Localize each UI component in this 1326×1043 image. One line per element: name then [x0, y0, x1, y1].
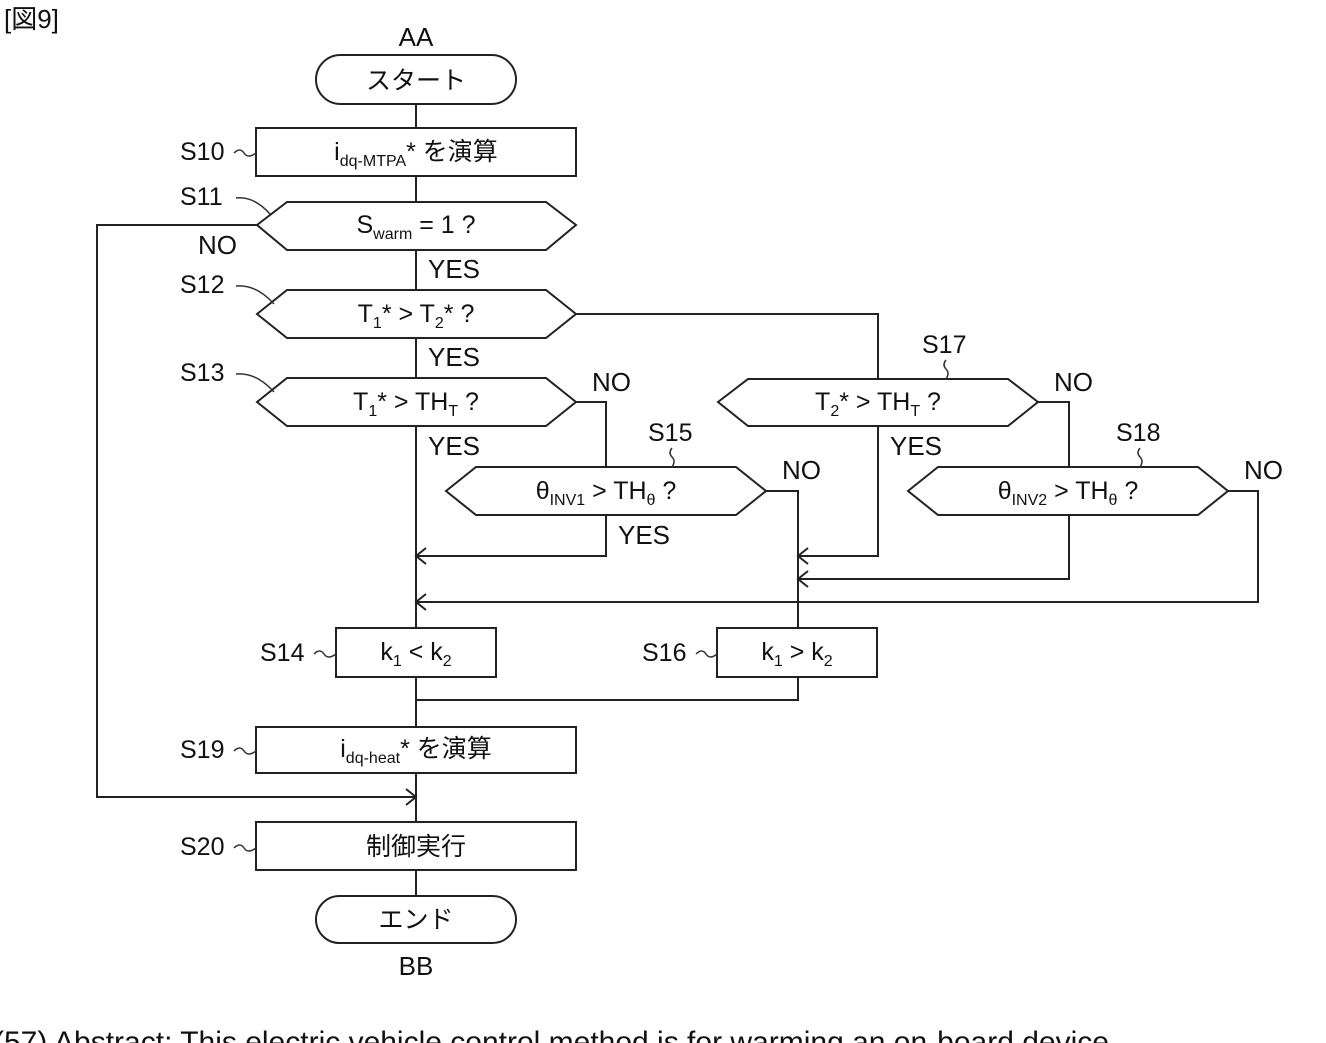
s17-no-label: NO — [1054, 367, 1093, 397]
step-label-s11: S11 — [180, 183, 223, 211]
process-s20-text: 制御実行 — [366, 833, 466, 861]
step-label-s10: S10 — [180, 138, 224, 166]
s15-yes-label: YES — [618, 520, 670, 550]
flow-s17-yes — [798, 426, 878, 556]
leader-s17 — [944, 360, 948, 379]
leader-s11 — [236, 198, 270, 214]
step-label-s13: S13 — [180, 359, 224, 387]
s17-yes-label: YES — [890, 431, 942, 461]
s13-no-label: NO — [592, 367, 631, 397]
step-label-s19: S19 — [180, 736, 224, 764]
leader-s12 — [236, 286, 274, 304]
process-s16-text: k1 > k2 — [761, 638, 832, 670]
end-tag: BB — [399, 951, 434, 981]
step-label-s18: S18 — [1116, 419, 1160, 447]
leader-s14 — [314, 651, 336, 657]
s11-yes-label: YES — [428, 254, 480, 284]
s18-no-label: NO — [1244, 455, 1283, 485]
step-label-s14: S14 — [260, 639, 305, 667]
leader-s18 — [1138, 448, 1142, 467]
step-label-s17: S17 — [922, 331, 966, 359]
process-s14-text: k1 < k2 — [380, 638, 451, 670]
leader-s10 — [234, 150, 256, 156]
start-label: スタート — [366, 67, 466, 95]
leader-s16 — [696, 651, 717, 657]
step-label-s16: S16 — [642, 639, 686, 667]
leader-s20 — [234, 845, 256, 851]
leader-s13 — [236, 374, 274, 392]
start-tag: AA — [399, 22, 434, 52]
step-label-s20: S20 — [180, 833, 224, 861]
end-label: エンド — [378, 906, 453, 934]
leader-s19 — [234, 748, 256, 754]
step-label-s12: S12 — [180, 271, 224, 299]
s12-yes-label: YES — [428, 342, 480, 372]
step-label-s15: S15 — [648, 419, 692, 447]
abstract-fragment: (57) Abstract: This electric vehicle con… — [0, 1026, 1109, 1043]
s15-no-label: NO — [782, 455, 821, 485]
s13-yes-label: YES — [428, 431, 480, 461]
figure-label: [図9] — [4, 4, 59, 34]
flow-s16-s19 — [416, 677, 798, 700]
leader-s15 — [670, 448, 674, 467]
flow-s15-no — [766, 491, 798, 628]
s11-no-label: NO — [198, 230, 237, 260]
